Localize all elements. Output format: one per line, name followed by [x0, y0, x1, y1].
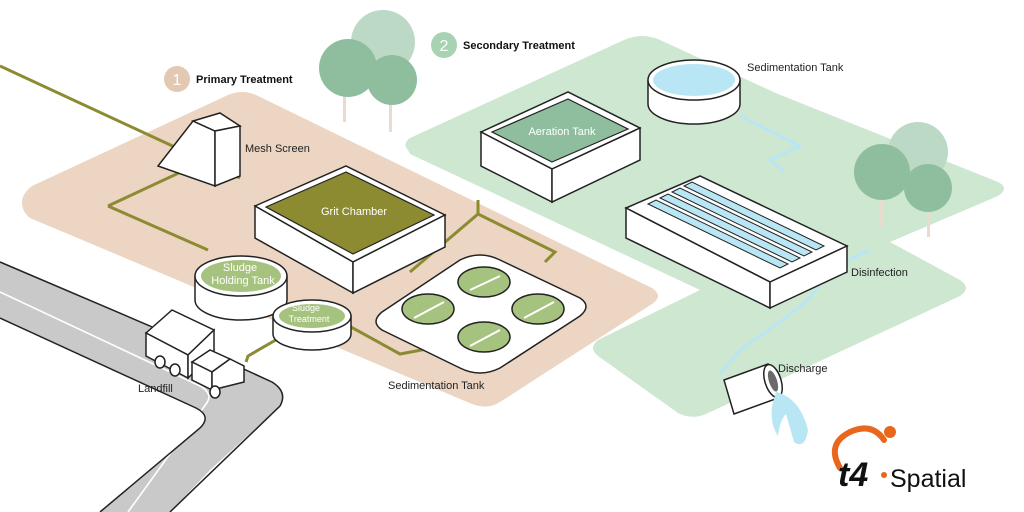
landfill-truck	[144, 309, 245, 399]
road-edge	[0, 261, 284, 512]
tree-group	[319, 10, 417, 132]
secondary-stage-badge: 2	[431, 32, 457, 58]
aeration-tank-label: Aeration Tank	[528, 126, 596, 138]
primary-sedimentation-tank-label: Sedimentation Tank	[388, 380, 485, 392]
primary-stage-title: Primary Treatment	[196, 74, 293, 86]
discharge-water	[771, 392, 808, 445]
primary-sedimentation-tank	[375, 254, 587, 374]
logo-spatial-text: Spatial	[890, 465, 966, 493]
discharge-pipe	[723, 363, 783, 415]
road-marking	[0, 291, 210, 512]
primary-stage-badge: 1	[164, 66, 190, 92]
disinfection-label: Disinfection	[851, 267, 908, 279]
sludge-treatment-label-line1: Sludge	[292, 303, 320, 313]
grit-chamber	[253, 165, 447, 295]
mesh-screen-label: Mesh Screen	[245, 143, 310, 155]
discharge-label: Discharge	[778, 363, 828, 375]
sludge-holding-tank-label-line2: Holding Tank	[211, 275, 275, 287]
secondary-stage-number: 2	[440, 38, 449, 55]
primary-stage-number: 1	[173, 72, 182, 89]
road-edge	[0, 317, 206, 512]
grit-chamber-label: Grit Chamber	[321, 206, 387, 218]
sludge-treatment-label-line2: Treatment	[289, 314, 330, 324]
sludge-treatment	[272, 299, 352, 351]
t4-spatial-logo: t4 Spatial	[831, 425, 966, 494]
secondary-sedimentation-tank-label: Sedimentation Tank	[747, 62, 844, 74]
secondary-stage-title: Secondary Treatment	[463, 40, 575, 52]
sludge-holding-tank-label-line1: Sludge	[223, 262, 257, 274]
logo-t4-text: t4	[838, 456, 868, 494]
aeration-tank	[479, 91, 642, 204]
sludge-holding-tank	[194, 255, 288, 321]
secondary-sedimentation-tank	[647, 59, 741, 125]
mesh-screen	[156, 112, 242, 188]
landfill-label: Landfill	[138, 383, 173, 395]
tree-group	[854, 122, 952, 237]
disinfection-tank	[624, 175, 849, 310]
